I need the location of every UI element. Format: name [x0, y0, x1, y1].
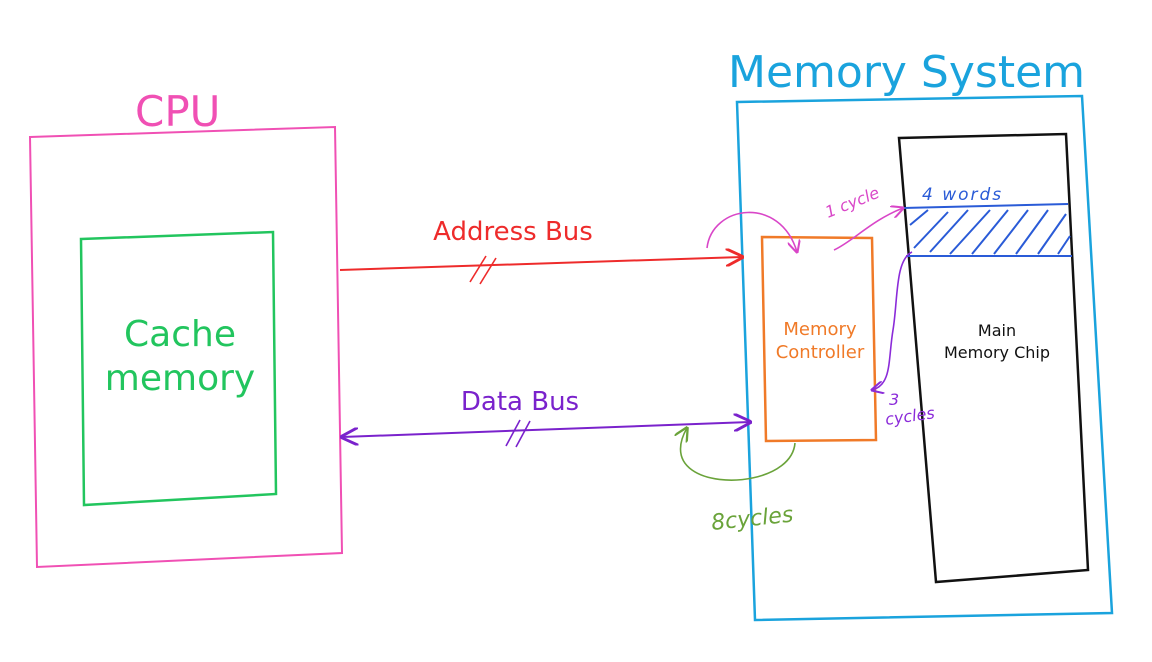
- data-bus-label: Data Bus: [461, 387, 579, 417]
- address-to-controller-curve: [706, 211, 797, 252]
- address-bus-width-mark: [469, 255, 497, 285]
- four-words-label: 4 words: [922, 185, 1003, 205]
- controller-to-memory-curve: [833, 208, 903, 251]
- cpu-box: [28, 125, 344, 569]
- memory-controller-label-line1: Memory: [783, 319, 857, 340]
- main-memory-label-line1: Main: [978, 321, 1016, 340]
- eight-cycles-label: 8cycles: [710, 502, 794, 535]
- memory-system-box: [735, 94, 1114, 622]
- data-bus-arrow: [342, 422, 750, 437]
- memory-to-controller-curve: [872, 251, 913, 390]
- cpu-title: CPU: [135, 87, 220, 136]
- one-cycle-label: 1 cycle: [822, 183, 882, 222]
- address-bus-label: Address Bus: [433, 217, 593, 247]
- main-memory-label-line2: Memory Chip: [944, 343, 1050, 362]
- four-words-region: [902, 203, 1072, 257]
- memory-controller-label-line2: Controller: [776, 342, 865, 363]
- main-memory-chip-box: [897, 132, 1090, 584]
- cache-memory-label-line2: memory: [105, 358, 255, 399]
- controller-to-databus-curve: [681, 428, 796, 481]
- memory-system-title: Memory System: [728, 47, 1085, 98]
- data-bus-width-mark: [505, 419, 531, 448]
- three-cycles-number: 3: [889, 390, 899, 409]
- cache-memory-label-line1: Cache: [124, 314, 236, 355]
- address-bus-arrow: [339, 257, 742, 271]
- cache-memory-box: [79, 230, 278, 507]
- memory-controller-box: [760, 235, 878, 443]
